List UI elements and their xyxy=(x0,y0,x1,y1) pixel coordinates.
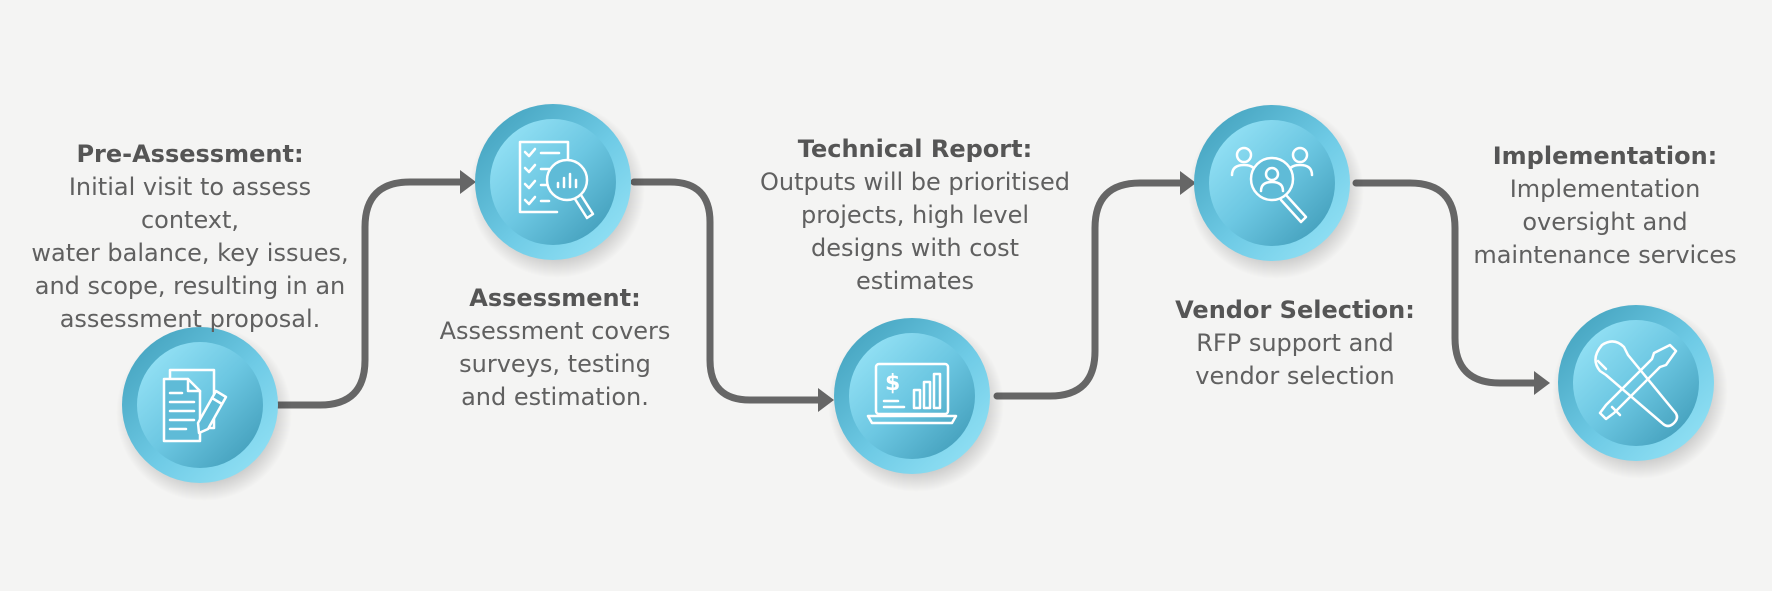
step-1-text: Pre-Assessment: Initial visit to assess … xyxy=(20,138,360,336)
step-4-line-2: vendor selection xyxy=(1195,362,1395,390)
step-2-circle xyxy=(469,102,645,278)
connector-2-3 xyxy=(630,178,830,404)
step-4-line-1: RFP support and xyxy=(1196,329,1394,357)
connector-4-5 xyxy=(1352,179,1546,387)
step-3-title: Technical Report: xyxy=(797,135,1033,163)
connector-1-2 xyxy=(274,178,470,409)
step-2-line-1: Assessment covers xyxy=(439,317,671,345)
step-4-circle xyxy=(1188,103,1364,279)
step-3-text: Technical Report: Outputs will be priori… xyxy=(755,133,1075,298)
arrowheads xyxy=(460,170,1550,412)
step-1-line-2: water balance, key issues, xyxy=(31,239,349,267)
step-3-line-2: projects, high level xyxy=(800,201,1030,229)
arrowhead-3-4 xyxy=(1180,171,1196,195)
step-2-line-2: surveys, testing xyxy=(459,350,651,378)
step-2-title: Assessment: xyxy=(469,284,641,312)
people-search-icon xyxy=(1230,146,1314,224)
step-3-line-3: designs with cost xyxy=(810,234,1020,262)
step-1-circle xyxy=(116,325,292,501)
step-5-circle xyxy=(1552,303,1728,479)
step-4-text: Vendor Selection: RFP support and vendor… xyxy=(1150,294,1440,393)
arrowhead-1-2 xyxy=(460,170,476,194)
step-5-line-1: Implementation xyxy=(1509,175,1701,203)
svg-text:$: $ xyxy=(885,371,900,396)
connectors xyxy=(274,178,1546,409)
arrowhead-4-5 xyxy=(1534,371,1550,395)
documents-pencil-icon xyxy=(162,368,228,443)
step-1-line-1: Initial visit to assess context, xyxy=(68,173,312,234)
checklist-magnifier-icon xyxy=(518,140,595,220)
step-5-text: Implementation: Implementation oversight… xyxy=(1455,140,1755,272)
step-4-title: Vendor Selection: xyxy=(1175,296,1415,324)
wrench-screwdriver-icon xyxy=(1594,340,1679,428)
step-1-line-3: and scope, resulting in an xyxy=(34,272,346,300)
step-3-line-1: Outputs will be prioritised xyxy=(760,168,1070,196)
step-2-line-3: and estimation. xyxy=(461,383,649,411)
arrowhead-2-3 xyxy=(818,388,834,412)
connector-3-4 xyxy=(993,179,1192,400)
step-5-line-3: maintenance services xyxy=(1473,241,1737,269)
laptop-dollar-chart-icon: $ xyxy=(866,362,958,425)
step-2-text: Assessment: Assessment covers surveys, t… xyxy=(405,282,705,414)
step-1-title: Pre-Assessment: xyxy=(76,140,304,168)
step-1-line-4: assessment proposal. xyxy=(59,305,321,333)
step-5-line-2: oversight and xyxy=(1522,208,1688,236)
step-5-title: Implementation: xyxy=(1492,142,1718,170)
step-3-line-4: estimates xyxy=(855,267,975,295)
step-3-circle: $ xyxy=(828,316,1004,492)
